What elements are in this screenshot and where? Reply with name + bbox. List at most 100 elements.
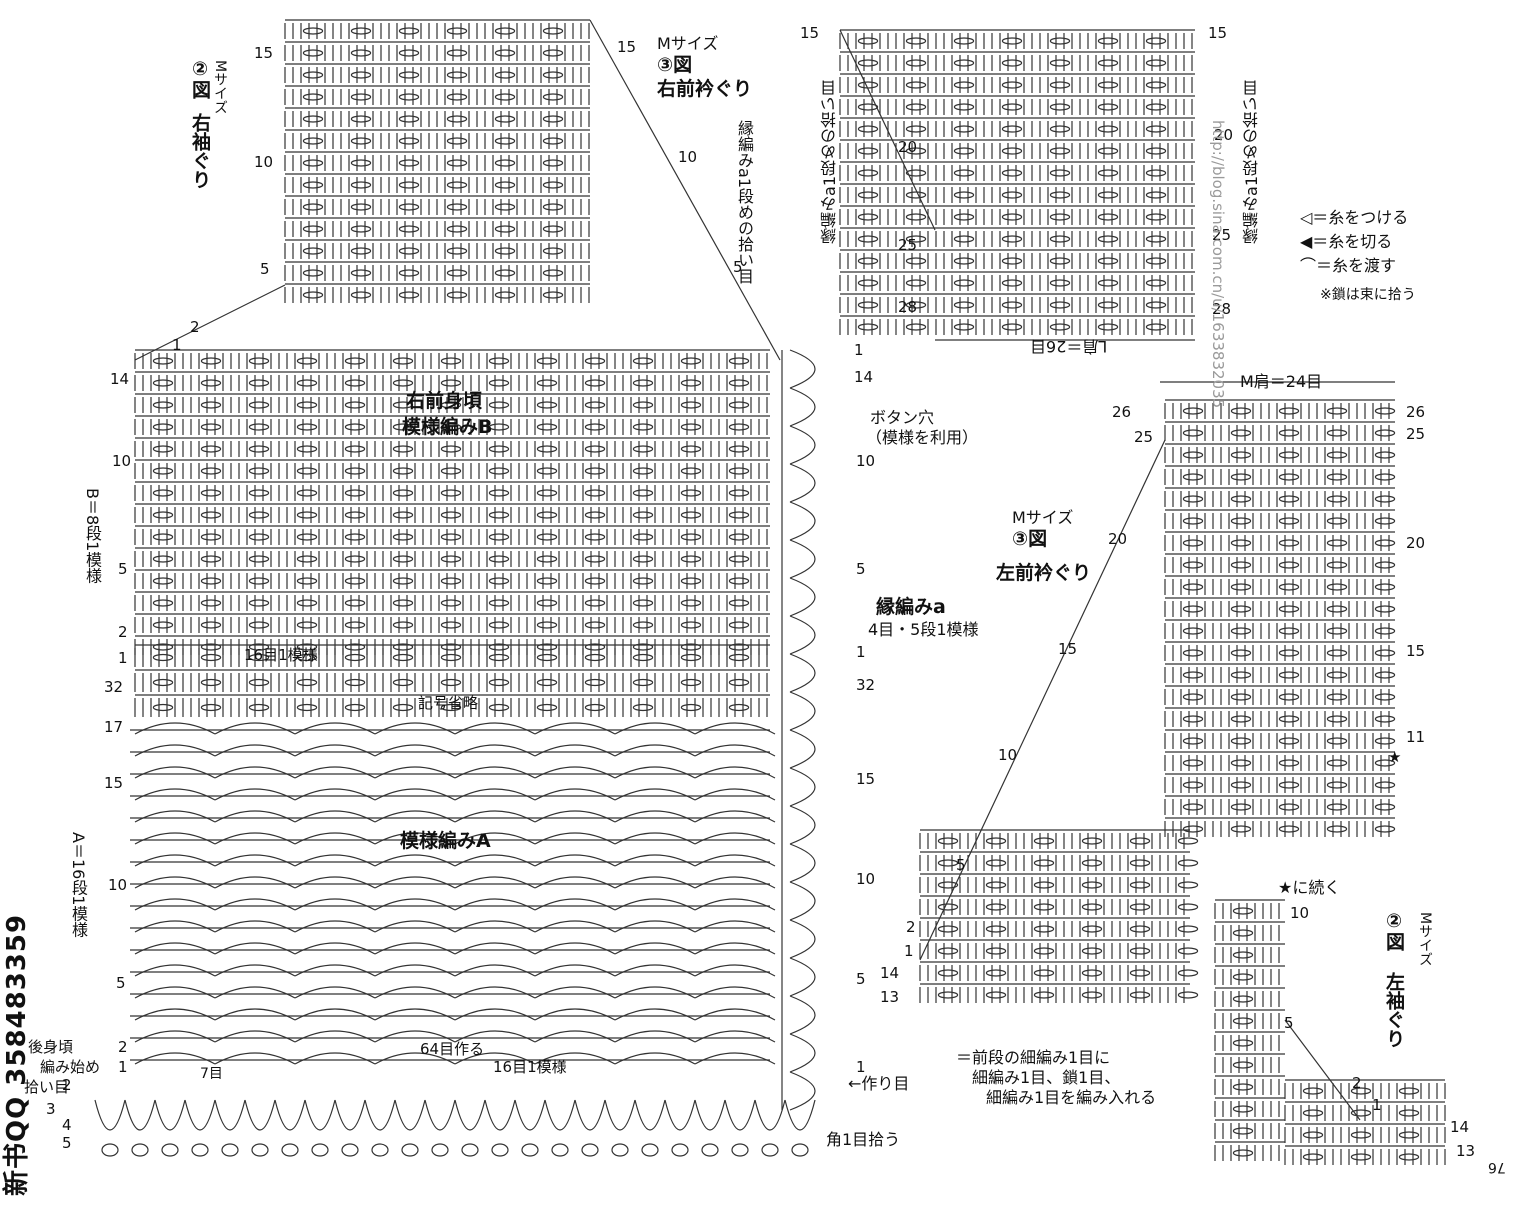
row-label: 1 — [904, 942, 914, 960]
chain-stitch — [488, 445, 510, 453]
chain-stitch — [392, 577, 414, 585]
chain-stitch — [344, 379, 366, 387]
edging-loop — [154, 1099, 186, 1131]
chain-stitch — [1230, 627, 1252, 635]
chain-stitch — [392, 467, 414, 475]
chain-stitch — [440, 577, 462, 585]
pattern-a-arc — [454, 986, 536, 999]
chain-stitch — [1182, 473, 1204, 481]
back-start-1: 後身頃 — [28, 1038, 74, 1056]
chain-stitch — [1182, 583, 1204, 591]
chain-stitch — [152, 643, 174, 651]
chain-stitch — [584, 489, 606, 497]
chain-stitch — [296, 423, 318, 431]
pattern-a-arc — [134, 876, 216, 889]
pattern-a-arc — [454, 1030, 536, 1043]
pattern-a-arc — [614, 964, 696, 977]
pattern-a-arc — [694, 744, 776, 757]
chain-stitch — [680, 423, 702, 431]
edging-repeat: 4目・5段1模様 — [868, 620, 979, 639]
chain-stitch — [488, 599, 510, 607]
row-label: 15 — [1406, 642, 1426, 660]
pattern-a-arc — [694, 788, 776, 801]
chain-stitch — [680, 445, 702, 453]
chain-stitch — [680, 643, 702, 651]
chain-stitch — [1326, 451, 1348, 459]
chain-stitch — [1374, 781, 1396, 789]
armhole-edge — [134, 284, 286, 361]
chain-stitch — [1326, 693, 1348, 701]
chain-stitch — [680, 511, 702, 519]
chain-stitch — [728, 467, 750, 475]
row-label: 14 — [1450, 1118, 1470, 1136]
chain-stitch — [1232, 951, 1254, 959]
row-label: 5 — [956, 856, 966, 874]
chain-stitch — [1177, 903, 1199, 911]
chain-stitch — [446, 137, 468, 145]
pattern-a-arc — [134, 788, 216, 801]
chain-stitch — [1081, 969, 1103, 977]
row-label: 15 — [617, 38, 637, 56]
chain-stitch — [494, 115, 516, 123]
chain-stitch — [446, 115, 468, 123]
front-edge-loop — [789, 805, 816, 845]
chain-stitch — [1326, 605, 1348, 613]
chain-stitch — [1182, 671, 1204, 679]
chain-stitch — [398, 49, 420, 57]
chain-stitch — [1278, 429, 1300, 437]
chain-stitch — [248, 621, 270, 629]
pattern-a-arc — [454, 942, 536, 955]
chain-stitch — [1278, 561, 1300, 569]
pattern-a-arc — [214, 788, 296, 801]
chain-stitch — [1001, 125, 1023, 133]
pattern-a-arc — [294, 1008, 376, 1021]
chain-stitch — [1049, 147, 1071, 155]
pattern-a-arc — [694, 766, 776, 779]
chain-stitch — [584, 445, 606, 453]
chain-stitch — [632, 401, 654, 409]
chain-stitch — [248, 445, 270, 453]
repeat-16-lower: 16目1模様 — [493, 1058, 567, 1076]
chain-stitch — [536, 357, 558, 365]
chain-stitch — [937, 837, 959, 845]
chain-stitch — [200, 401, 222, 409]
pattern-a-arc — [694, 942, 776, 955]
chain-stitch — [680, 577, 702, 585]
picot — [371, 1143, 389, 1157]
chain-stitch — [152, 357, 174, 365]
right-neck-fig: ③図 — [657, 54, 693, 76]
chain-stitch — [1278, 671, 1300, 679]
chain-stitch — [398, 93, 420, 101]
chain-stitch — [1278, 825, 1300, 833]
chain-stitch — [446, 27, 468, 35]
chain-stitch — [350, 159, 372, 167]
chain-stitch — [680, 678, 702, 687]
chain-stitch — [953, 147, 975, 155]
chain-stitch — [584, 357, 606, 365]
chain-stitch — [248, 379, 270, 387]
pattern-a-arc — [534, 964, 616, 977]
pattern-a-arc — [454, 964, 536, 977]
row-label-left: 2 — [118, 1038, 128, 1056]
cast-on-label: ←作り目 — [848, 1074, 910, 1093]
chain-stitch — [1232, 1127, 1254, 1135]
chain-stitch — [857, 147, 879, 155]
chain-stitch — [1001, 279, 1023, 287]
chain-stitch — [1129, 837, 1151, 845]
chain-stitch — [248, 678, 270, 687]
chain-stitch — [1232, 1083, 1254, 1091]
chain-stitch — [152, 555, 174, 563]
continue-label: ★に続く — [1278, 878, 1341, 897]
chain-stitch — [937, 947, 959, 955]
picot — [281, 1143, 299, 1157]
chain-stitch — [1278, 451, 1300, 459]
chain-stitch — [1230, 429, 1252, 437]
chain-stitch — [632, 599, 654, 607]
chain-stitch — [542, 247, 564, 255]
chain-stitch — [1081, 903, 1103, 911]
chain-stitch — [1398, 1109, 1420, 1117]
chain-stitch — [248, 577, 270, 585]
chain-stitch — [440, 379, 462, 387]
chain-stitch — [632, 357, 654, 365]
chain-stitch — [1326, 583, 1348, 591]
